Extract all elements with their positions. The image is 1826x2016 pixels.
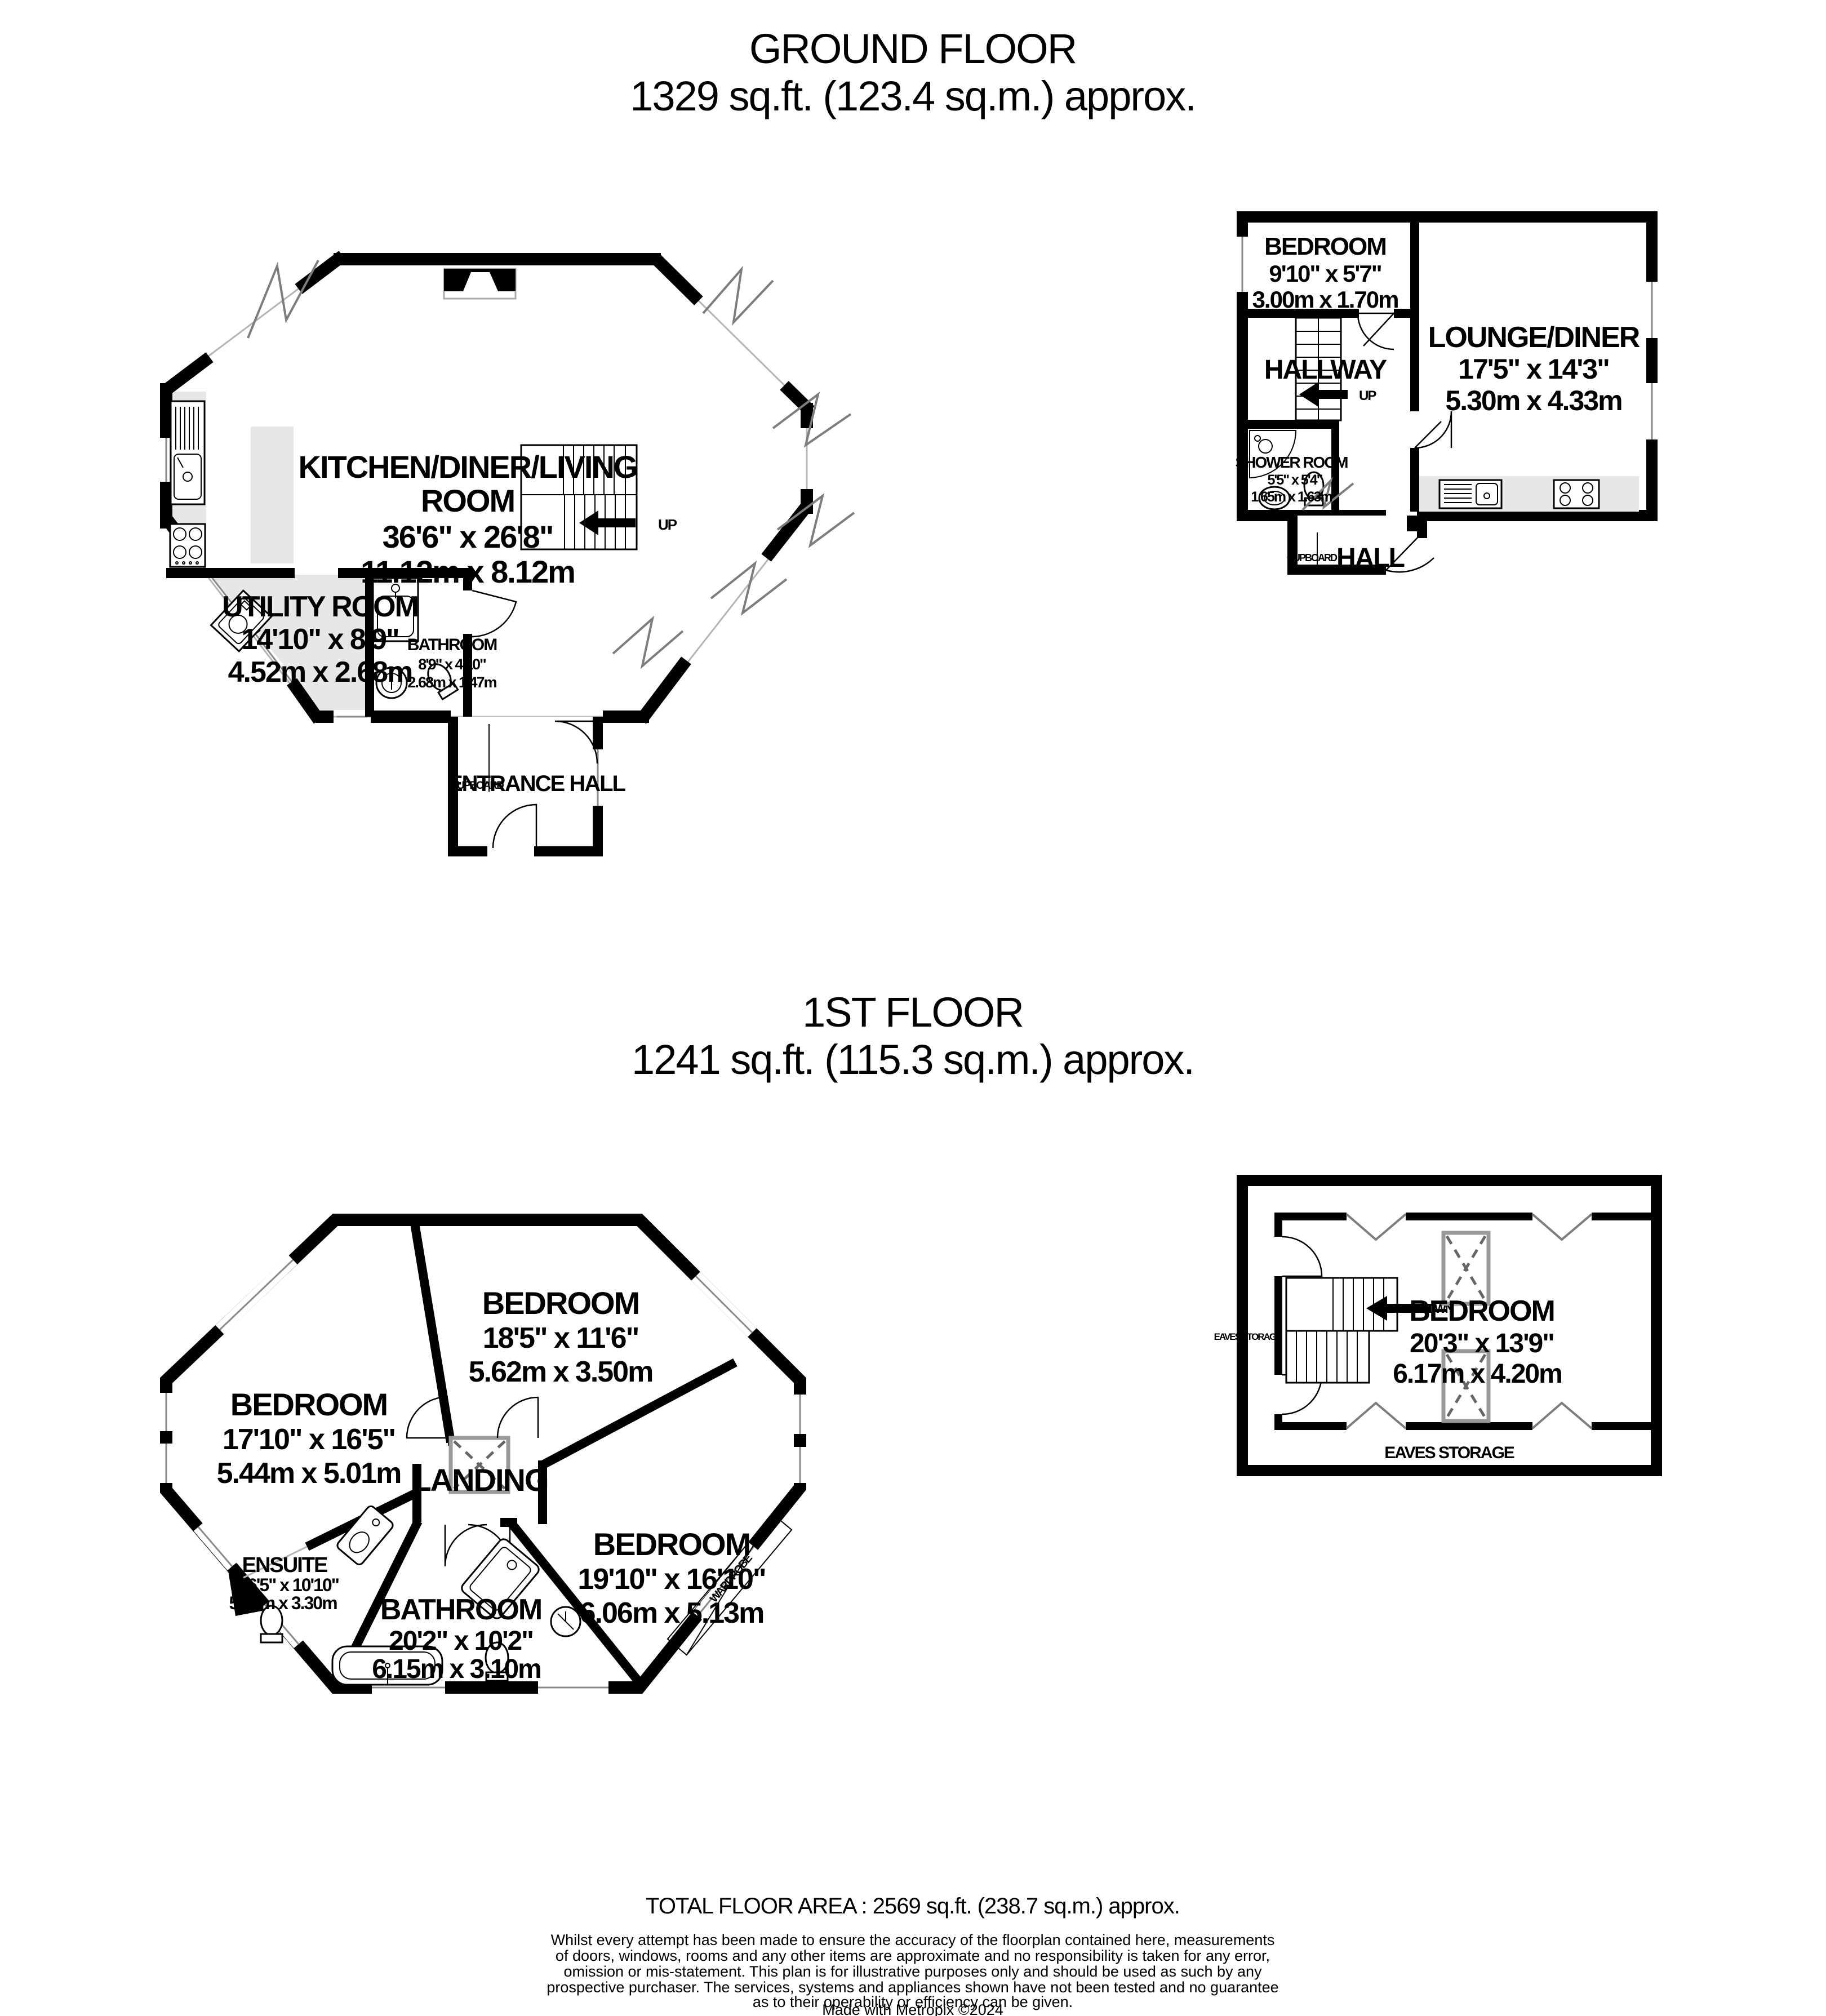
- entrance-hall-cupboard-label: CUPBOARD: [450, 780, 504, 792]
- first-floor-title: 1ST FLOOR: [802, 989, 1023, 1036]
- bedroom-right-size-imperial: 19'10" x 16'10": [577, 1563, 765, 1596]
- down-arrow-icon: [1366, 1296, 1431, 1321]
- annex-hallway-name: HALLWAY: [1264, 355, 1387, 385]
- bedroom-right-size-metric: 6.06m x 5.13m: [580, 1597, 764, 1629]
- annex2-bedroom-size-imperial: 20'3" x 13'9": [1410, 1329, 1554, 1358]
- bedroom-left-size-imperial: 17'10" x 16'5": [223, 1423, 395, 1456]
- kitchen-name-1: KITCHEN/DINER/LIVING: [299, 449, 637, 485]
- annex-hall-cupboard-label: CUPBOARD: [1287, 552, 1338, 563]
- annex-bedroom-size-metric: 3.00m x 1.70m: [1252, 286, 1398, 313]
- kitchen-hob: [169, 523, 206, 568]
- landing-door-arcs: [406, 1396, 539, 1567]
- annex-lounge-size-imperial: 17'5" x 14'3": [1458, 353, 1609, 385]
- total-floor-area: TOTAL FLOOR AREA : 2569 sq.ft. (238.7 sq…: [646, 1894, 1180, 1919]
- annex2-eaves-bottom-label: EAVES STORAGE: [1384, 1444, 1514, 1462]
- annex-kitchen-strip: [1419, 476, 1639, 512]
- ground-stairs-label: UP: [658, 516, 677, 533]
- annex2-bedroom-name: BEDROOM: [1409, 1295, 1554, 1327]
- wardrobe: [667, 1513, 793, 1656]
- annex-stairs: [1295, 317, 1348, 421]
- ensuite-size-imperial: 16'5" x 10'10": [238, 1575, 339, 1595]
- annex-up-arrow-icon: [1299, 382, 1348, 407]
- first-bathroom-size-metric: 6.15m x 3.10m: [372, 1654, 541, 1684]
- ensuite-fixtures: [260, 1506, 394, 1644]
- annex2-inner-walls: [1274, 1213, 1651, 1430]
- kitchen-sink-unit: [170, 400, 206, 505]
- annex-hall-name: HALL: [1336, 543, 1405, 573]
- ground-floor-main-plan: UP KITCHEN/DINER/LIVING ROOM 36'6" x 26'…: [160, 251, 855, 856]
- annex-shower-size-imperial: 5'5" x 5'4": [1267, 472, 1322, 488]
- ground-interior-walls: [166, 568, 473, 717]
- landing-name: LANDING: [412, 1462, 548, 1498]
- annex-lounge-size-metric: 5.30m x 4.33m: [1445, 385, 1621, 416]
- bedroom-left-size-metric: 5.44m x 5.01m: [217, 1457, 401, 1490]
- first-bathroom-fixtures: [331, 1538, 581, 1686]
- first-floor-annex-plan: DOWN EAVES STORAGE BEDROOM 20'3" x 13'9"…: [1214, 1175, 1662, 1476]
- ground-bathroom-fixtures: [372, 577, 459, 701]
- ground-floor-annex-plan: UP: [1236, 211, 1658, 575]
- ground-bathroom-size-imperial: 8'9" x 4'10": [418, 656, 486, 673]
- annex-lounge-name: LOUNGE/DINER: [1428, 321, 1640, 354]
- credit: Made with Metropix ©2024: [822, 2001, 1003, 2016]
- utility-size-metric: 4.52m x 2.68m: [228, 656, 412, 689]
- kitchen-size-imperial: 36'6" x 26'8": [383, 519, 553, 554]
- bedroom-right-name: BEDROOM: [593, 1526, 750, 1562]
- disclaimer-line-2: of doors, windows, rooms and any other i…: [556, 1947, 1270, 1964]
- bedroom-top-name: BEDROOM: [482, 1285, 639, 1321]
- first-bathroom-size-imperial: 20'2" x 10'2": [389, 1626, 533, 1656]
- bedroom-left-name: BEDROOM: [230, 1387, 387, 1422]
- up-arrow-icon: [579, 510, 636, 535]
- first-floor-main-plan: WARDROBE BEDROOM 18'5" x 11'6" 5.62m x 3…: [160, 1214, 806, 1694]
- annex-shower-size-metric: 1.65m x 1.63m: [1251, 489, 1332, 505]
- kitchen-name-2: ROOM: [421, 483, 514, 518]
- entrance-hall-structure: [448, 717, 603, 856]
- ground-stairs: [520, 444, 638, 550]
- kitchen-size-metric: 11.12m x 8.12m: [361, 554, 575, 589]
- entrance-hall-name: ENTRANCE HALL: [448, 771, 626, 796]
- annex-shower-name: SHOWER ROOM: [1236, 454, 1348, 471]
- ground-zigzags: [247, 260, 855, 669]
- annex-interior-walls: [1248, 221, 1419, 512]
- annex-bedroom-size-imperial: 9'10" x 5'7": [1269, 260, 1381, 287]
- ensuite-size-metric: 5.01m x 3.30m: [229, 1593, 337, 1613]
- annex2-bedroom-size-metric: 6.17m x 4.20m: [1393, 1359, 1562, 1389]
- disclaimer-line-4: prospective purchaser. The services, sys…: [547, 1979, 1278, 1996]
- bedroom-top-size-metric: 5.62m x 3.50m: [469, 1356, 653, 1388]
- annex-bedroom-name: BEDROOM: [1264, 233, 1386, 260]
- washing-machine: [210, 589, 273, 653]
- utility-size-imperial: 14'10" x 8'9": [241, 623, 398, 656]
- bedroom-top-size-imperial: 18'5" x 11'6": [483, 1322, 639, 1355]
- landing-stairwell-void: [448, 1436, 510, 1494]
- annex2-eaves-side-label: EAVES STORAGE: [1214, 1331, 1282, 1342]
- footer: TOTAL FLOOR AREA : 2569 sq.ft. (238.7 sq…: [547, 1894, 1278, 2016]
- annex-hall-structure: [1287, 477, 1434, 575]
- disclaimer-line-3: omission or mis-statement. This plan is …: [563, 1963, 1262, 1980]
- ground-floor-title: GROUND FLOOR: [749, 25, 1076, 72]
- disclaimer-line-5: as to their operability or efficiency ca…: [753, 1993, 1073, 2010]
- ground-bathroom-name: BATHROOM: [407, 636, 496, 654]
- annex2-window-marks: [1345, 1213, 1593, 1429]
- ground-bathroom-size-metric: 2.68m x 1.47m: [407, 674, 496, 691]
- disclaimer-line-1: Whilst every attempt has been made to en…: [551, 1931, 1275, 1948]
- first-floor-area: 1241 sq.ft. (115.3 sq.m.) approx.: [632, 1036, 1194, 1083]
- annex-stairs-label: UP: [1359, 388, 1376, 403]
- fireplace: [443, 268, 517, 300]
- first-bathroom-name: BATHROOM: [380, 1593, 541, 1626]
- ensuite-name: ENSUITE: [242, 1553, 327, 1577]
- utility-name: UTILITY ROOM: [222, 590, 418, 623]
- annex2-skylights: [1441, 1231, 1491, 1423]
- ground-floor-area: 1329 sq.ft. (123.4 sq.m.) approx.: [630, 73, 1195, 119]
